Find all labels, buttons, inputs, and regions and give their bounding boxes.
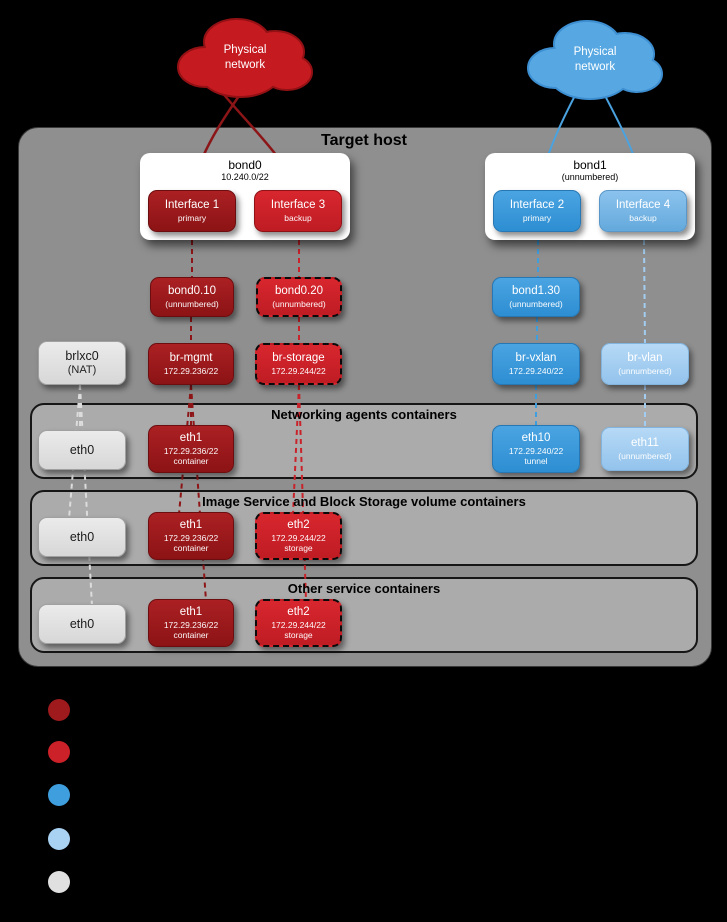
node-br-storage: br-storage 172.29.244/22 [255,343,342,385]
node-subtitle2: tunnel [524,455,548,466]
row3-eth0: eth0 [38,604,126,644]
row-networking-agents [30,403,698,479]
node-title: br-vxlan [515,352,557,364]
node-br-vlan: br-vlan (unnumbered) [601,343,689,385]
blue-cloud-label: Physical network [573,46,617,73]
row2-eth2: eth2 172.29.244/22 storage [255,512,342,560]
node-subtitle2: container [173,629,209,640]
row-networking-agents-title: Networking agents containers [271,407,457,422]
legend-dot-light-blue [48,828,70,850]
bond1-title: bond1 [573,158,607,172]
legend-dot-dark-red [48,699,70,721]
row3-eth2: eth2 172.29.244/22 storage [255,599,342,647]
interface-3: Interface 3 backup [254,190,342,232]
interface-4: Interface 4 backup [599,190,687,232]
interface-2-role: primary [522,212,552,223]
bond0-title: bond0 [228,158,262,172]
row-image-block-storage-title: Image Service and Block Storage volume c… [202,494,526,509]
node-brlxc0: brlxc0 (NAT) [38,341,126,385]
node-subtitle: 172.29.236/22 [163,445,219,456]
node-bond0-10: bond0.10 (unnumbered) [150,277,234,317]
node-title: eth2 [287,605,310,618]
node-title: eth0 [69,529,95,544]
red-cloud-label: Physical network [223,44,267,71]
node-subtitle: (unnumbered) [618,450,672,461]
node-subtitle2: container [173,542,209,553]
row1-eth11: eth11 (unnumbered) [601,427,689,471]
target-host-title: Target host [321,132,407,149]
bond0-subnet: 10.240.0/22 [221,172,269,182]
node-subtitle: (unnumbered) [272,298,326,309]
node-subtitle: 172.29.244/22 [271,532,326,543]
node-title: eth0 [69,442,95,457]
node-title: br-storage [272,352,325,364]
node-br-vxlan: br-vxlan 172.29.240/22 [492,343,580,385]
legend-dot-red [48,741,70,763]
interface-1-name: Interface 1 [164,199,220,211]
node-title: br-vlan [627,352,663,364]
node-subtitle: 172.29.236/22 [163,365,219,376]
node-br-mgmt: br-mgmt 172.29.236/22 [148,343,234,385]
row1-eth1: eth1 172.29.236/22 container [148,425,234,473]
node-subtitle: (unnumbered) [509,298,563,309]
node-subtitle: 172.29.244/22 [271,365,326,376]
node-title: eth0 [69,616,95,631]
node-title: eth11 [631,437,659,449]
row2-eth1: eth1 172.29.236/22 container [148,512,234,560]
interface-1-role: primary [177,212,207,223]
node-title: eth1 [179,518,203,531]
interface-4-name: Interface 4 [615,199,671,211]
node-title: bond1.30 [512,285,560,297]
node-subtitle: 172.29.240/22 [508,365,564,376]
node-subtitle: 172.29.236/22 [163,532,219,543]
bond0-group: bond0 10.240.0/22 Interface 1 primary In… [140,153,350,240]
node-subtitle2: storage [284,542,313,553]
node-title: brlxc0 [65,348,99,363]
legend-dot-blue [48,784,70,806]
node-subtitle: (unnumbered) [165,298,219,309]
node-title: eth1 [179,605,203,618]
row3-eth1: eth1 172.29.236/22 container [148,599,234,647]
row2-eth0: eth0 [38,517,126,557]
legend-dot-gray [48,871,70,893]
row-other-services [30,577,698,653]
node-bond1-30: bond1.30 (unnumbered) [492,277,580,317]
node-subtitle: 172.29.244/22 [271,619,326,630]
node-bond0-20: bond0.20 (unnumbered) [256,277,342,317]
row-other-services-title: Other service containers [287,581,441,596]
node-title: bond0.20 [275,285,323,297]
row1-eth10: eth10 172.29.240/22 tunnel [492,425,580,473]
interface-3-role: backup [284,212,312,223]
node-subtitle: (unnumbered) [618,365,672,376]
node-subtitle2: storage [284,629,313,640]
row-image-block-storage [30,490,698,566]
interface-4-role: backup [629,212,657,223]
bond1-subnet: (unnumbered) [561,172,619,182]
node-title: eth10 [521,431,551,444]
node-subtitle: 172.29.240/22 [508,445,564,456]
interface-3-name: Interface 3 [270,199,326,211]
interface-1: Interface 1 primary [148,190,236,232]
node-subtitle: (NAT) [67,363,97,376]
row1-eth0: eth0 [38,430,126,470]
interface-2: Interface 2 primary [493,190,581,232]
node-title: br-mgmt [169,352,213,364]
interface-2-name: Interface 2 [509,199,565,211]
node-subtitle2: container [173,455,209,466]
node-subtitle: 172.29.236/22 [163,619,219,630]
node-title: eth2 [287,518,310,531]
node-title: eth1 [179,431,203,444]
bond1-group: bond1 (unnumbered) Interface 2 primary I… [485,153,695,240]
node-title: bond0.10 [168,285,216,297]
